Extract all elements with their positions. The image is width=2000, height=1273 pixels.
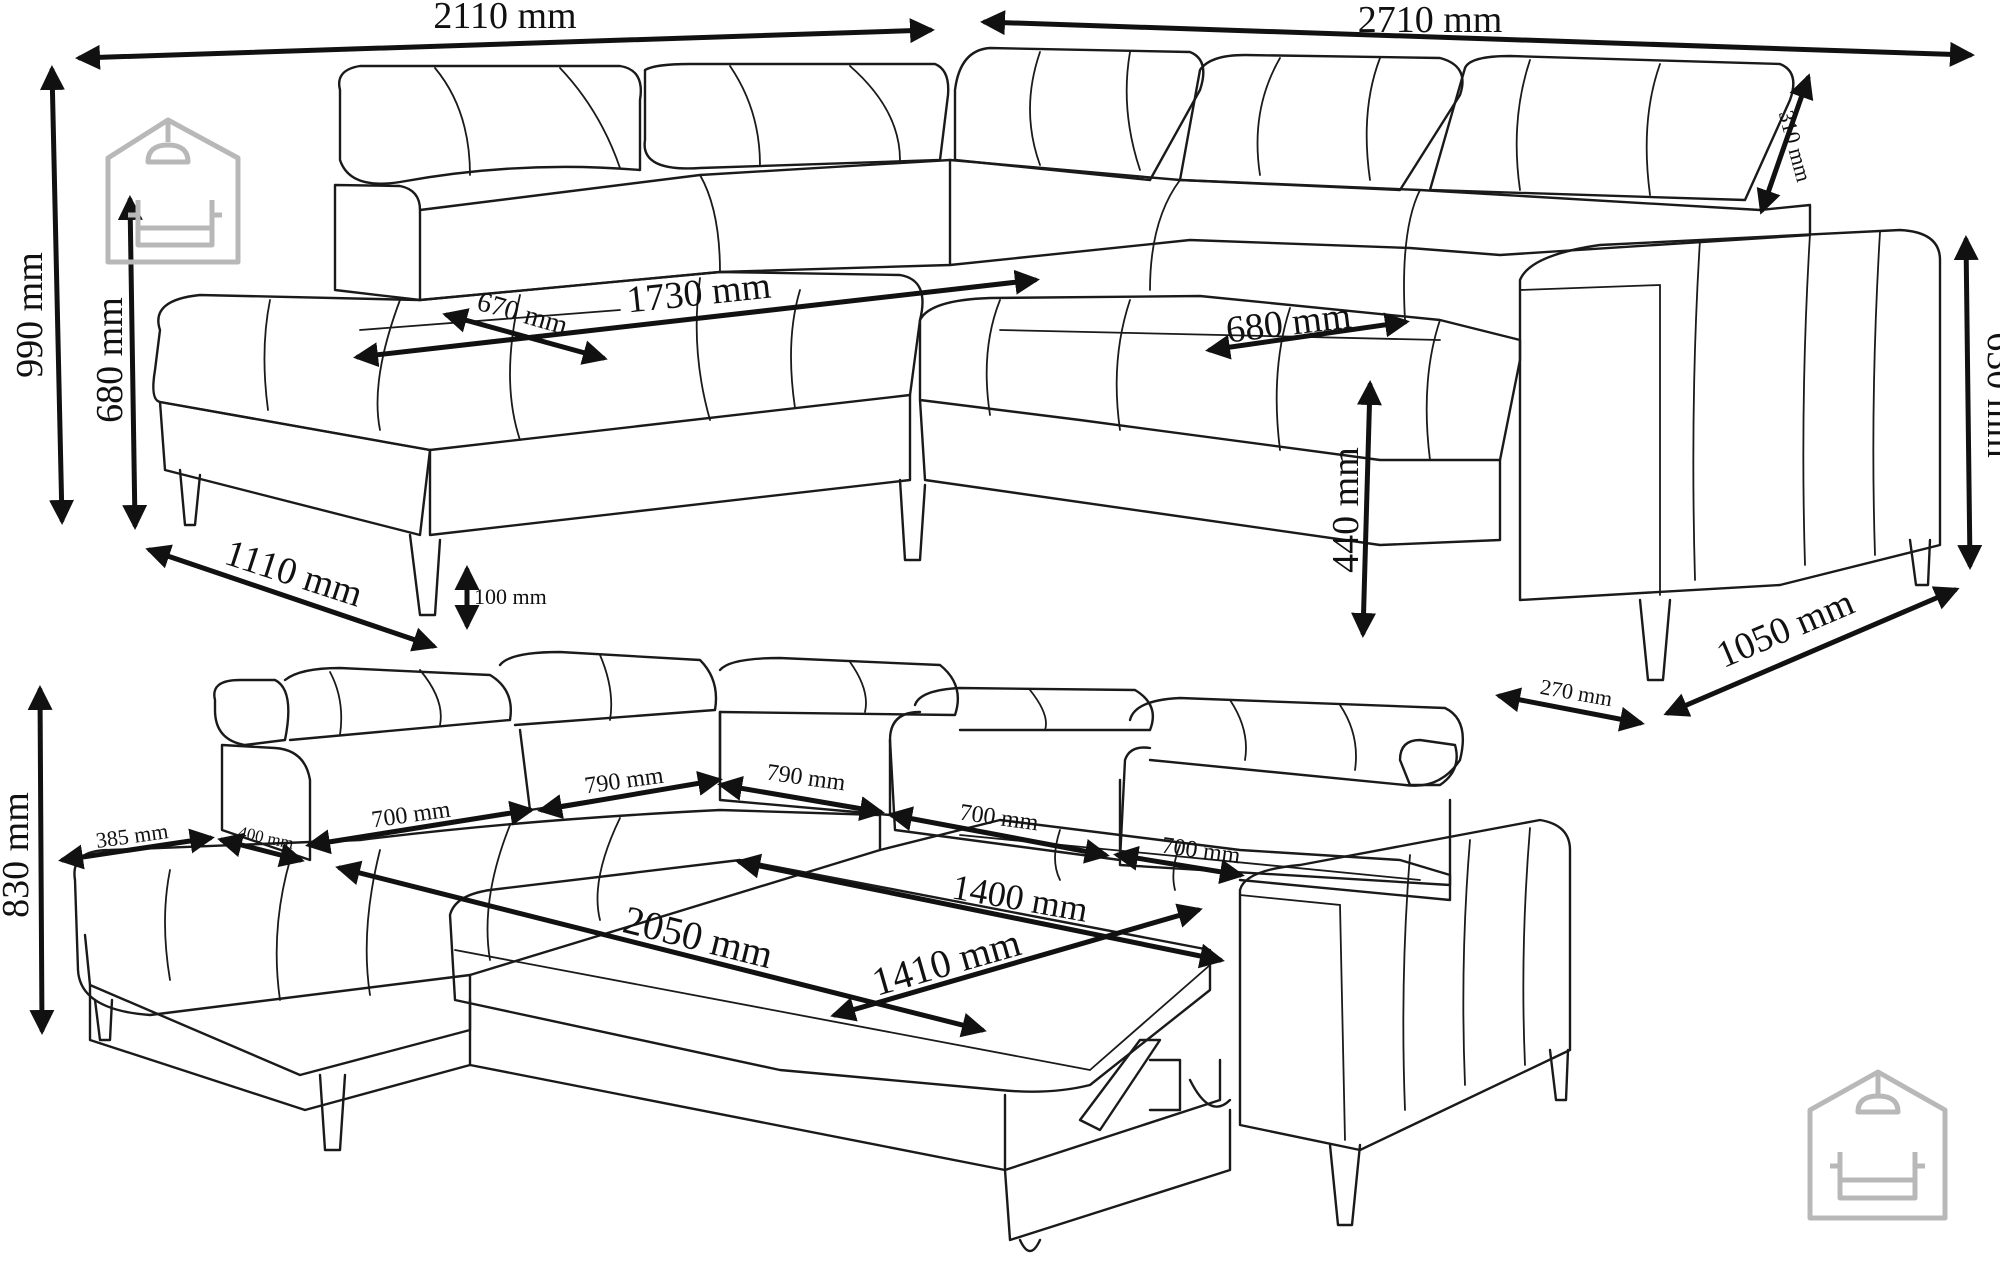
dim-height-bottom: 830 mm: [0, 792, 37, 918]
dim-leg-height: 100 mm: [474, 584, 547, 609]
home-sofa-logo-icon: [1807, 1069, 1948, 1221]
dim-headrest: 310 mm: [1774, 108, 1817, 185]
dim-top-width-left: 2110 mm: [433, 0, 576, 37]
dim-seg-1: 700 mm: [370, 797, 453, 834]
dimension-lines: [27, 10, 1983, 1038]
dim-height-back-left: 680 mm: [89, 297, 131, 423]
dim-bed-depth: 1410 mm: [867, 919, 1026, 1004]
top-sofa-drawing: [152, 46, 1942, 682]
dim-seat-depth-right: 680 mm: [1224, 295, 1354, 352]
bottom-sofa-drawing: [73, 650, 1572, 1253]
dim-height-right: 630 mm: [1979, 332, 2000, 458]
dim-height-total: 990 mm: [9, 252, 51, 378]
dim-seg-3: 790 mm: [765, 760, 848, 797]
dim-seat-height: 440 mm: [1325, 447, 1367, 573]
dim-top-width-right: 2710 mm: [1358, 0, 1503, 41]
dim-bed-length: 2050 mm: [619, 897, 778, 977]
dim-depth-left: 1110 mm: [220, 532, 368, 616]
home-sofa-logo-icon: [105, 117, 241, 265]
dim-seg-2: 790 mm: [583, 763, 666, 800]
dimension-labels: 2110 mm 2710 mm 990 mm 680 mm 670 mm 173…: [0, 0, 2000, 1005]
